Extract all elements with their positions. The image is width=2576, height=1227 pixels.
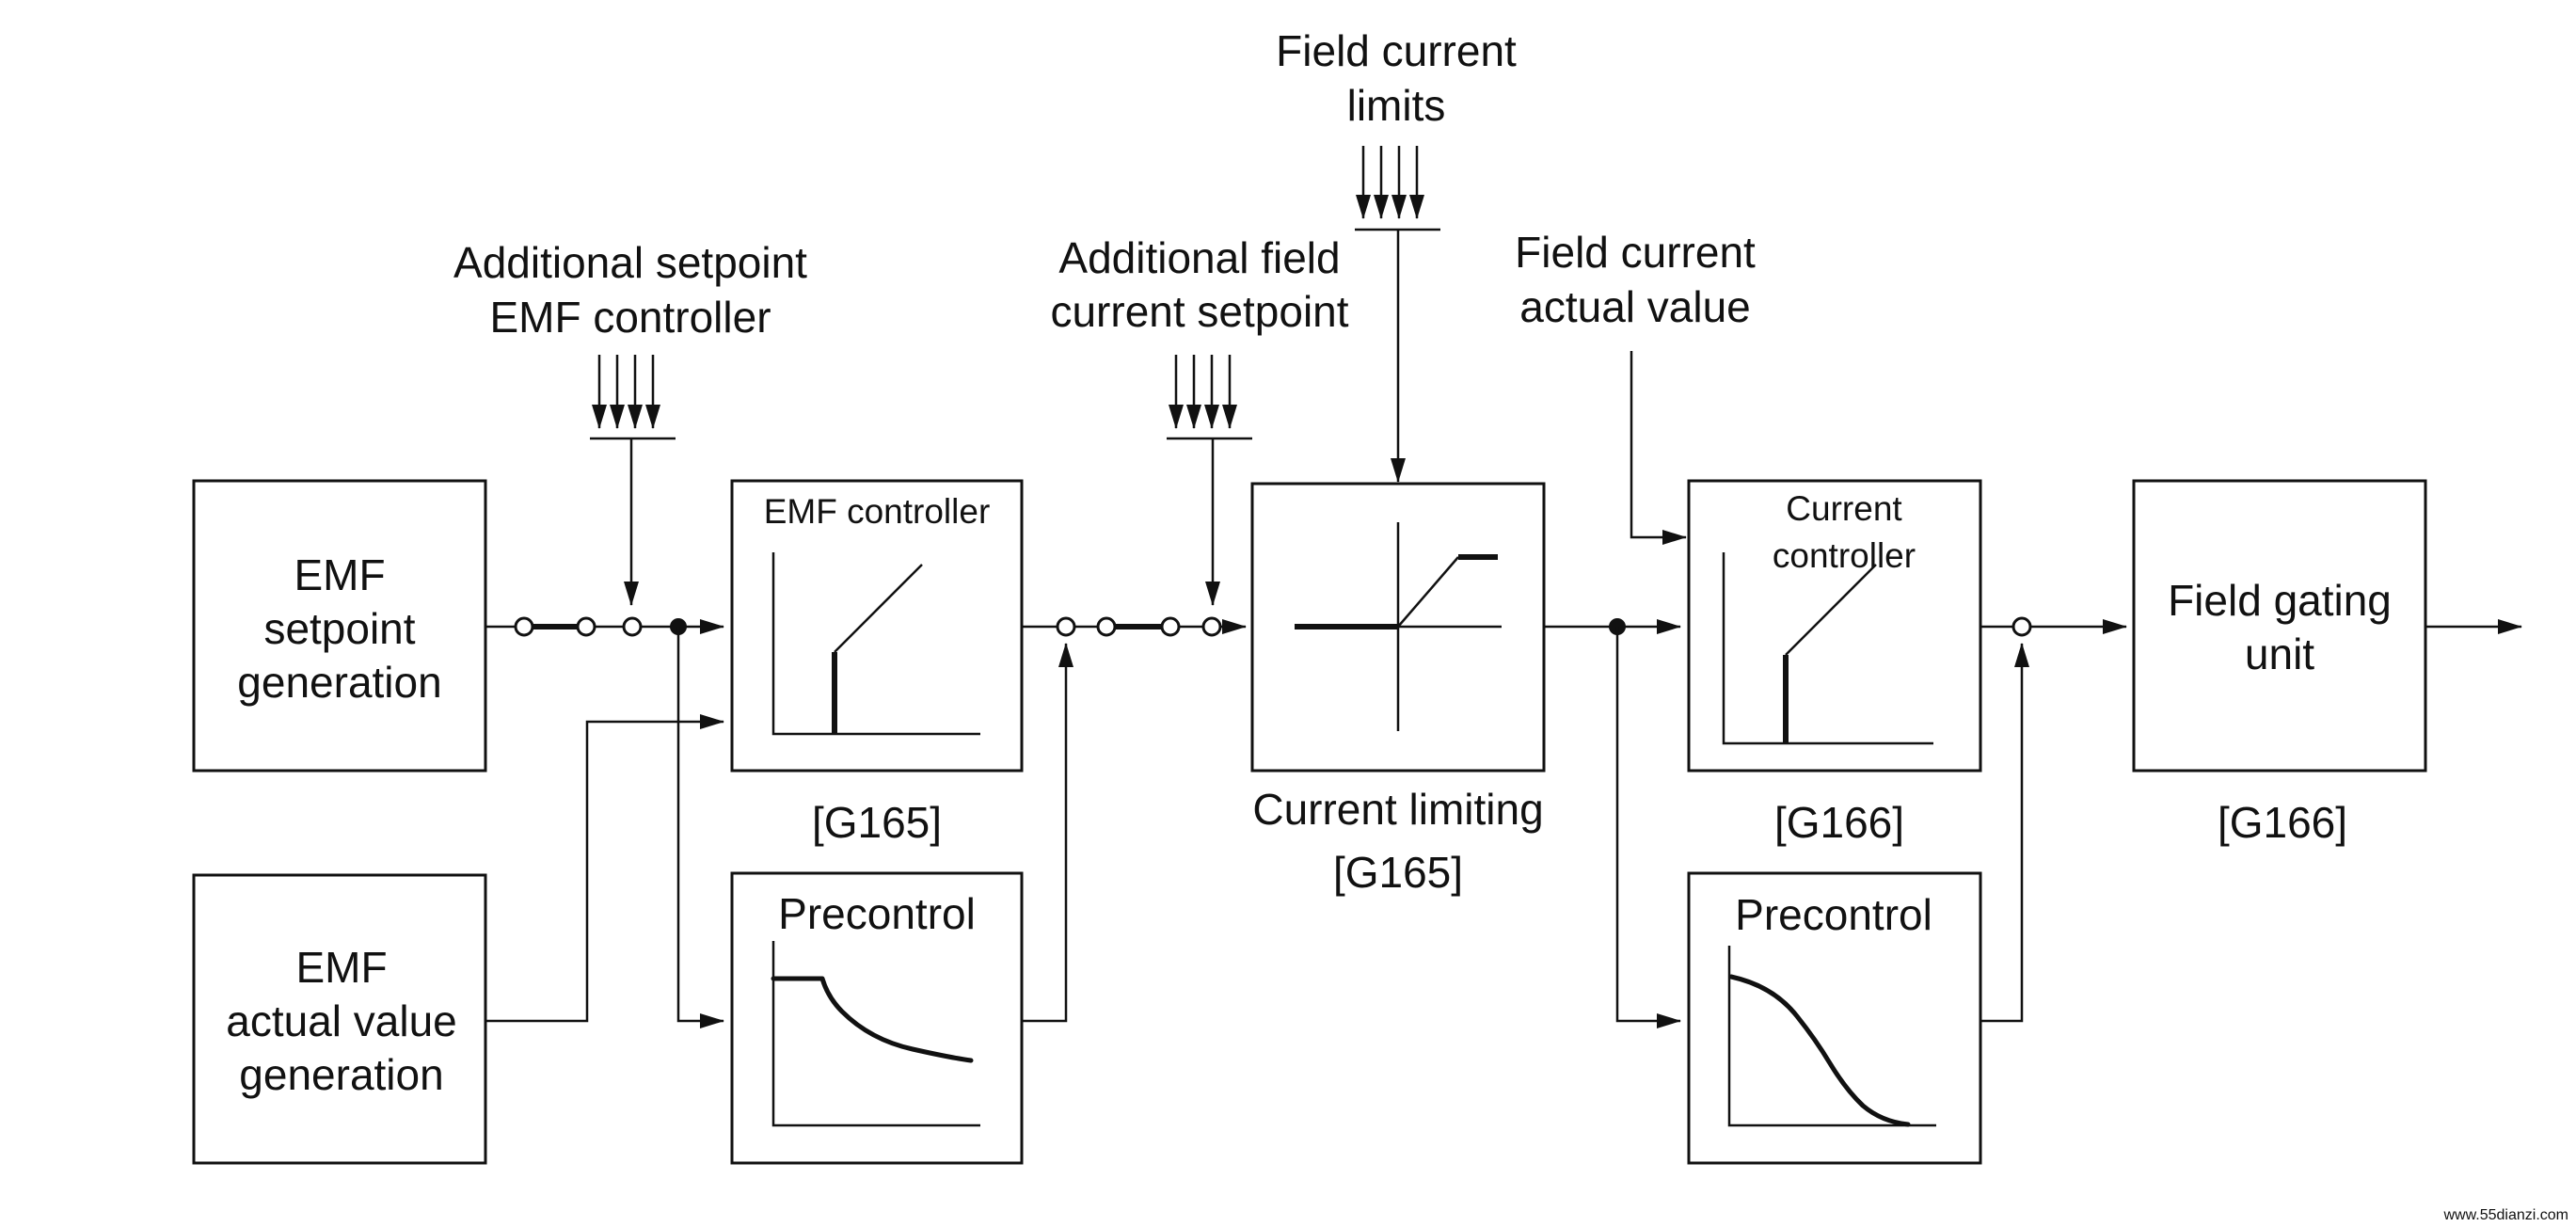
block-emf-actual-value-generation: EMF actual value generation xyxy=(192,873,487,1165)
label-field-current-actual-value-line1: Field current xyxy=(1515,228,1756,277)
watermark-text: www.55dianzi.com xyxy=(2443,1207,2569,1223)
label-additional-setpoint-emf-line2: EMF controller xyxy=(489,293,771,342)
block-current-limiting xyxy=(1250,482,1546,773)
bus-additional-setpoint-emf xyxy=(590,355,676,606)
block-precontrol-1-title: Precontrol xyxy=(778,889,976,938)
block-current-controller: Current controller xyxy=(1687,479,1982,773)
wire-emf-controller-output xyxy=(1022,616,1247,1023)
signal-node xyxy=(1096,616,1117,637)
label-additional-field-current-setpoint-line2: current setpoint xyxy=(1050,287,1348,336)
block-precontrol-1: Precontrol xyxy=(730,871,1024,1165)
precontrol-2-characteristic xyxy=(1727,946,1936,1127)
wire-current-limiting-output xyxy=(1544,618,1681,1028)
block-emf-setpoint-generation-line1: EMF xyxy=(294,550,385,599)
block-emf-setpoint-generation: EMF setpoint generation xyxy=(192,479,487,773)
wire-current-controller-output xyxy=(1980,616,2127,1023)
bus-field-current-limits xyxy=(1355,146,1440,483)
emf-controller-characteristic xyxy=(771,552,980,736)
block-emf-actual-value-generation-line3: generation xyxy=(239,1050,443,1099)
signal-node xyxy=(1201,616,1222,637)
block-emf-controller: EMF controller xyxy=(730,479,1024,773)
signal-node xyxy=(622,616,643,637)
bus-additional-field-current-setpoint xyxy=(1167,355,1252,606)
label-additional-field-current-setpoint-line1: Additional field xyxy=(1058,233,1340,282)
ref-emf-controller: [G165] xyxy=(812,798,942,847)
label-field-current-limits-line2: limits xyxy=(1347,81,1446,130)
block-emf-actual-value-generation-line1: EMF xyxy=(295,943,387,992)
block-emf-setpoint-generation-line2: setpoint xyxy=(263,604,415,653)
precontrol-1-characteristic xyxy=(771,941,980,1127)
block-field-gating-unit-line2: unit xyxy=(2245,629,2314,678)
block-emf-actual-value-generation-line2: actual value xyxy=(226,996,457,1045)
ref-field-gating-unit: [G166] xyxy=(2218,798,2347,847)
signal-node xyxy=(1056,616,1076,637)
label-field-current-limits-line1: Field current xyxy=(1276,26,1517,75)
current-limiting-characteristic xyxy=(1295,522,1502,731)
ref-current-controller: [G166] xyxy=(1774,798,1904,847)
signal-node xyxy=(2012,616,2032,637)
block-current-controller-line1: Current xyxy=(1786,489,1902,528)
signal-node xyxy=(1160,616,1181,637)
wire-field-current-actual-value xyxy=(1630,351,1687,545)
block-precontrol-2: Precontrol xyxy=(1687,871,1982,1165)
block-current-controller-line2: controller xyxy=(1773,536,1916,575)
block-emf-setpoint-generation-line3: generation xyxy=(237,658,441,707)
signal-node xyxy=(576,616,596,637)
wire-emf-setpoint-path xyxy=(485,616,724,1028)
label-additional-setpoint-emf-line1: Additional setpoint xyxy=(453,238,807,287)
block-precontrol-2-title: Precontrol xyxy=(1735,890,1932,939)
ref-current-limiting: [G165] xyxy=(1333,848,1463,897)
label-field-current-actual-value-line2: actual value xyxy=(1519,282,1751,331)
block-field-gating-unit-line1: Field gating xyxy=(2168,576,2392,625)
block-current-limiting-title: Current limiting xyxy=(1252,785,1543,834)
block-emf-controller-title: EMF controller xyxy=(764,492,991,531)
signal-node xyxy=(514,616,534,637)
current-controller-characteristic xyxy=(1722,552,1933,745)
block-field-gating-unit: Field gating unit xyxy=(2132,479,2427,773)
wire-emf-actual-value xyxy=(485,714,724,1023)
